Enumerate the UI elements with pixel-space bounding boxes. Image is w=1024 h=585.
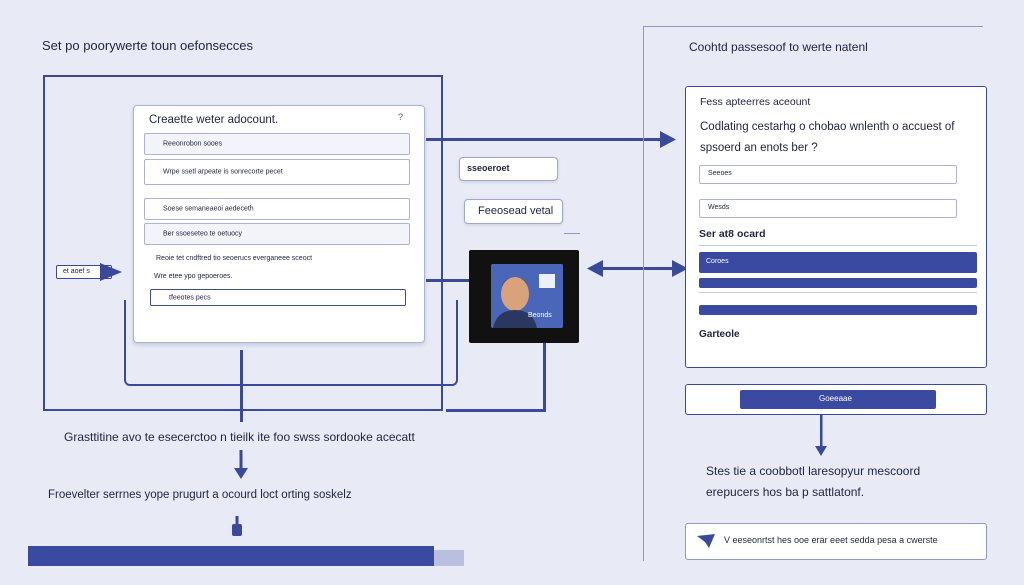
recovery-footer: Garteole [699, 329, 740, 340]
right-caption-1: Stes tie a coobbotl laresopyur mescoord [706, 464, 921, 478]
connector-photo-bottom [446, 409, 546, 412]
message-text: V eeseonrtst hes ooe erar eeet sedda pes… [724, 535, 938, 545]
arrow-down-icon [815, 415, 827, 456]
submit-button[interactable]: Goeeaae [740, 390, 936, 409]
submit-container: Goeeaae [685, 384, 987, 415]
caption-bottom: Froevelter serrnes yope prugurt a ocourd… [48, 489, 352, 501]
option-bar-2[interactable] [699, 278, 977, 288]
connector-photo [426, 279, 470, 282]
right-frame [643, 26, 983, 561]
arrow-left-icon [587, 260, 603, 277]
recovery-section: Ser at8 ocard [699, 228, 766, 240]
left-panel-shadow [124, 300, 458, 386]
arrow-right-icon [660, 131, 676, 148]
left-panel [43, 75, 443, 411]
connector-photo-down [543, 343, 546, 411]
connector-down-left [240, 350, 243, 422]
small-tick [564, 233, 580, 242]
pointer-icon [232, 516, 242, 536]
bottom-progress-tail [434, 550, 464, 566]
divider [699, 245, 977, 246]
create-card-title: Creaette weter adocount. [149, 114, 279, 126]
recovery-title: Fess apteerres aceount [700, 96, 811, 108]
bottom-progress-bar [28, 546, 434, 566]
recovery-card: Fess apteerres aceount Codlating cestarh… [685, 86, 987, 368]
option-selected[interactable]: Coroes [699, 252, 977, 273]
create-account-card: Creaette weter adocount. ? Reeonrobon so… [133, 105, 425, 343]
caption-mid: Grasttitine avo te esecerctoo n tieilk i… [64, 430, 415, 444]
photo-badge: Beonds [528, 312, 552, 319]
help-icon[interactable]: ? [398, 112, 404, 122]
help-line-2: Wre etee ypo gepoeroes. [154, 273, 233, 280]
field-4[interactable]: Ber ssoeseteo te oetuocy [144, 223, 410, 245]
connector-bidirectional [600, 267, 676, 270]
field-1[interactable]: Reeonrobon sooes [144, 133, 410, 155]
recovery-input-1[interactable]: Seeoes [699, 165, 957, 184]
left-heading: Set po poorywerte toun oefonsecces [42, 38, 254, 53]
option-bar-3[interactable] [699, 305, 977, 315]
connector-top [426, 138, 666, 141]
recovery-desc-2: spsoerd an enots ber ? [700, 142, 818, 154]
field-2[interactable]: Wrpe ssetl arpeate is sonrecorte pecet [144, 159, 410, 185]
profile-photo: Beonds [491, 264, 563, 328]
text-input[interactable]: tfeeotes pecs [150, 289, 406, 306]
message-card: V eeseonrtst hes ooe erar eeet sedda pes… [685, 523, 987, 560]
middle-box-2[interactable]: Feeosead vetal [464, 199, 563, 224]
right-caption-2: erepucers hos ba p sattlatonf. [706, 485, 865, 499]
help-line-1: Reoie tet cndftred tio seoerucs evergane… [156, 255, 313, 262]
arrow-right-icon [672, 260, 688, 277]
envelope-icon [697, 534, 715, 548]
recovery-desc-1: Codlating cestarhg o chobao wnlenth o ac… [700, 121, 955, 133]
person-image [491, 264, 563, 328]
divider [699, 292, 977, 293]
recovery-input-2[interactable]: Wesds [699, 199, 957, 218]
middle-box-1[interactable]: sseoeroet [459, 157, 558, 181]
field-3[interactable]: Soese semaneaeoi aedeceth [144, 198, 410, 220]
arrow-down-icon [234, 450, 248, 479]
right-heading: Coohtd passesoof to werte natenl [689, 40, 868, 54]
arrow-right-icon [100, 263, 122, 281]
